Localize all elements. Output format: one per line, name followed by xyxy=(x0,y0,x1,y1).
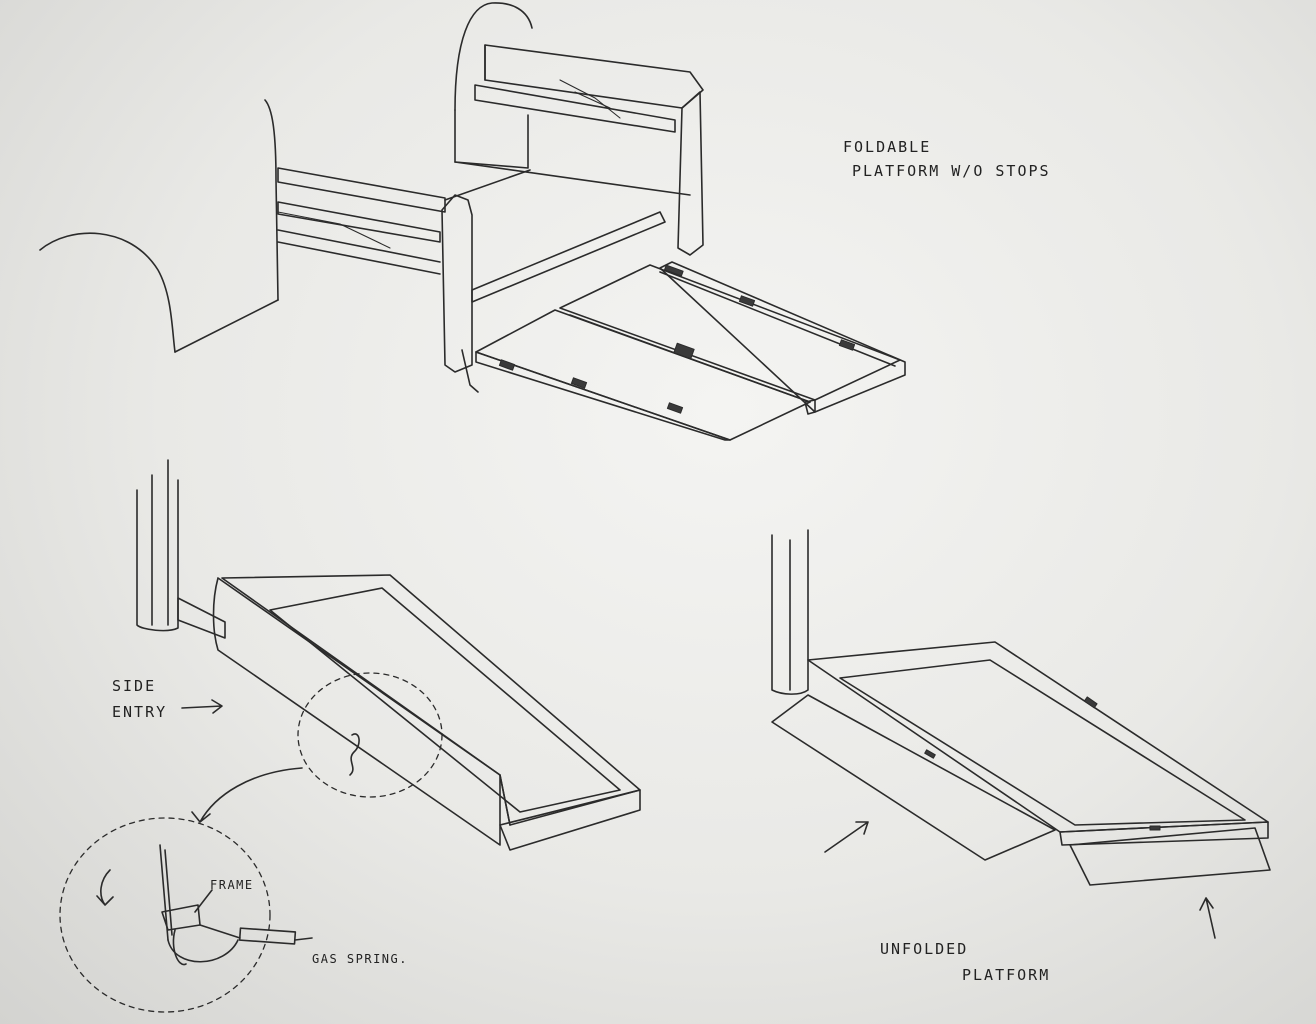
unfolded-label-1: UNFOLDED xyxy=(880,940,969,958)
entry-arrow xyxy=(824,821,869,853)
platform-panel-left xyxy=(475,309,811,441)
right-post xyxy=(677,91,704,256)
side-ramp-body xyxy=(212,577,501,846)
lift-arrow xyxy=(1199,897,1216,939)
platform-panel-right xyxy=(659,261,906,413)
unfolded-platform-sketch xyxy=(771,529,1271,939)
top-wheelchair-sketch xyxy=(39,2,906,441)
backrest-outline xyxy=(454,2,533,111)
rear-frame-bar xyxy=(277,167,446,213)
frame-label: FRAME xyxy=(210,878,254,892)
side-entry-arrow xyxy=(181,699,223,714)
side-entry-sketch xyxy=(59,459,641,1013)
front-post xyxy=(441,194,473,373)
side-entry-label-1: SIDE xyxy=(112,677,157,695)
unfolded-platform-body xyxy=(807,641,1269,833)
gas-spring-label: GAS SPRING. xyxy=(312,952,408,966)
detail-callout-circle xyxy=(297,672,443,798)
top-rail xyxy=(484,44,704,109)
entry-flap xyxy=(771,694,1056,861)
unfolded-label-2: PLATFORM xyxy=(962,966,1051,984)
detail-circle xyxy=(59,817,271,1013)
rear-flap xyxy=(1069,827,1271,886)
title-line-1: FOLDABLE xyxy=(843,138,932,156)
title-line-2: PLATFORM W/O STOPS xyxy=(852,162,1051,180)
rear-wheel-arc xyxy=(39,232,176,353)
side-entry-label-2: ENTRY xyxy=(112,703,168,721)
